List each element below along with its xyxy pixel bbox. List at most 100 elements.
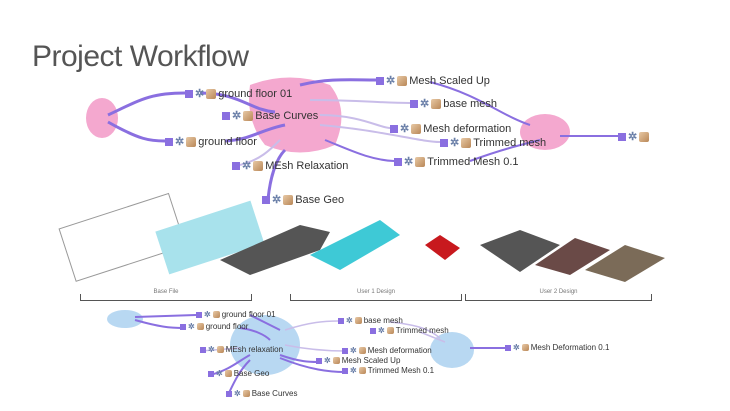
node-label: ground floor	[205, 322, 249, 331]
graph-node[interactable]: ✲Base Curves	[222, 109, 318, 122]
graph-node[interactable]: ✲ Mesh Scaled Up	[316, 356, 400, 365]
node-label: Mesh Scaled Up	[341, 356, 401, 365]
script-icon: ✲	[628, 131, 638, 143]
script-icon: ✲	[400, 123, 410, 135]
design-user2-tan	[585, 245, 665, 282]
connector-icon	[618, 132, 626, 141]
node-label: Trimmed mesh	[473, 136, 547, 149]
cube-icon	[358, 367, 366, 374]
cube-icon	[206, 88, 217, 99]
graph-node[interactable]: ✲ Mesh deformation	[390, 122, 511, 135]
node-label: Trimmed mesh	[395, 326, 449, 335]
node-label: ground floor	[198, 135, 257, 148]
graph-node[interactable]: ✲ ground floor	[165, 135, 257, 148]
node-label: Base Geo	[295, 193, 345, 206]
graph-node[interactable]: ✲Base Geo	[262, 193, 344, 206]
script-icon: ✲	[420, 98, 430, 110]
graph-node[interactable]: ✲ Trimmed Mesh 0.1	[394, 155, 519, 168]
graph-node[interactable]: ✲base mesh	[338, 316, 403, 325]
design-user2-gray	[480, 230, 560, 272]
connector-icon	[342, 367, 348, 374]
connector-icon	[370, 327, 376, 334]
design-user1-red	[425, 235, 460, 260]
cube-icon	[354, 317, 362, 324]
graph-node[interactable]: ✲ Trimmed mesh	[370, 326, 449, 335]
script-icon: ✲	[350, 346, 357, 355]
graph-node[interactable]: ✲ground floor 01	[196, 310, 276, 319]
graph-node[interactable]: ✲	[618, 130, 651, 143]
connector-icon	[180, 323, 186, 330]
slide-title: Project Workflow	[32, 40, 249, 73]
script-icon: ✲	[232, 110, 242, 122]
cube-icon	[186, 136, 197, 147]
graph-node[interactable]: ✲Trimmed mesh	[440, 136, 546, 149]
cube-icon	[386, 327, 394, 334]
node-label: ground floor 01	[218, 87, 293, 100]
graph-node[interactable]: ✲Mesh Deformation 0.1	[505, 343, 609, 352]
cube-icon	[521, 344, 529, 351]
top-wires-light	[239, 99, 441, 166]
node-label: Mesh deformation	[423, 122, 512, 135]
middle-designs	[58, 192, 665, 282]
script-icon: ✲	[324, 356, 331, 365]
graph-node[interactable]: ✲MEsh relaxation	[200, 345, 283, 354]
cluster-left	[86, 98, 118, 138]
node-label: Mesh deformation	[367, 346, 432, 355]
design-base-file-cyan	[155, 200, 265, 275]
connector-icon	[342, 347, 348, 354]
graph-node[interactable]: ✲Trimmed Mesh 0.1	[342, 366, 434, 375]
graph-node[interactable]: ✲ MEsh Relaxation	[232, 159, 348, 172]
cube-icon	[243, 110, 254, 121]
connector-icon	[208, 370, 214, 377]
node-label: Base Curves	[251, 389, 298, 398]
cube-icon	[461, 137, 472, 148]
connector-icon	[196, 311, 202, 318]
cube-icon	[283, 194, 294, 205]
design-user1-cyan	[310, 220, 400, 270]
graph-node[interactable]: ✲ Base Curves	[226, 389, 298, 398]
script-icon: ✲	[216, 369, 223, 378]
node-label: MEsh Relaxation	[265, 159, 349, 172]
node-label: MEsh relaxation	[225, 345, 284, 354]
script-icon: ✲	[404, 156, 414, 168]
cube-icon	[224, 370, 232, 377]
cube-icon	[212, 311, 220, 318]
cube-icon	[216, 346, 224, 353]
graph-node[interactable]: ✲Mesh Scaled Up	[376, 74, 490, 87]
connector-icon	[226, 390, 232, 397]
cube-icon	[415, 156, 426, 167]
design-base-file-outline	[58, 192, 187, 282]
graph-node[interactable]: ✲ground floor	[180, 322, 248, 331]
cluster-center	[249, 77, 342, 153]
graph-node[interactable]: ✲ Base Geo	[208, 369, 269, 378]
cube-icon	[196, 323, 204, 330]
script-icon: ✲	[175, 136, 185, 148]
node-label: Trimmed Mesh 0.1	[427, 155, 519, 168]
connector-icon	[390, 124, 398, 133]
node-label: Mesh Scaled Up	[409, 74, 490, 87]
bottom-wires-light	[199, 320, 446, 352]
connector-icon	[165, 137, 173, 146]
design-user2-brown	[535, 238, 610, 275]
connector-icon	[376, 76, 384, 85]
bottom-wires	[134, 314, 505, 396]
script-icon: ✲	[195, 88, 205, 100]
node-label: Base Geo	[233, 369, 270, 378]
graph-node[interactable]: ✲ Mesh deformation	[342, 346, 432, 355]
cube-icon	[358, 347, 366, 354]
script-icon: ✲	[234, 389, 241, 398]
script-icon: ✲	[242, 160, 252, 172]
graph-node[interactable]: ✲base mesh	[410, 97, 497, 110]
node-label: Mesh Deformation 0.1	[530, 343, 610, 352]
cluster-left-bottom	[107, 310, 143, 328]
cube-icon	[639, 131, 650, 142]
script-icon: ✲	[378, 326, 385, 335]
graph-node[interactable]: ✲ ground floor 01	[185, 87, 292, 100]
connector-icon	[505, 344, 511, 351]
connector-icon	[200, 346, 206, 353]
node-label: Trimmed Mesh 0.1	[367, 366, 435, 375]
connector-icon	[262, 195, 270, 204]
section-user2-design: User 2 Design	[465, 289, 652, 301]
top-clusters	[86, 77, 570, 153]
